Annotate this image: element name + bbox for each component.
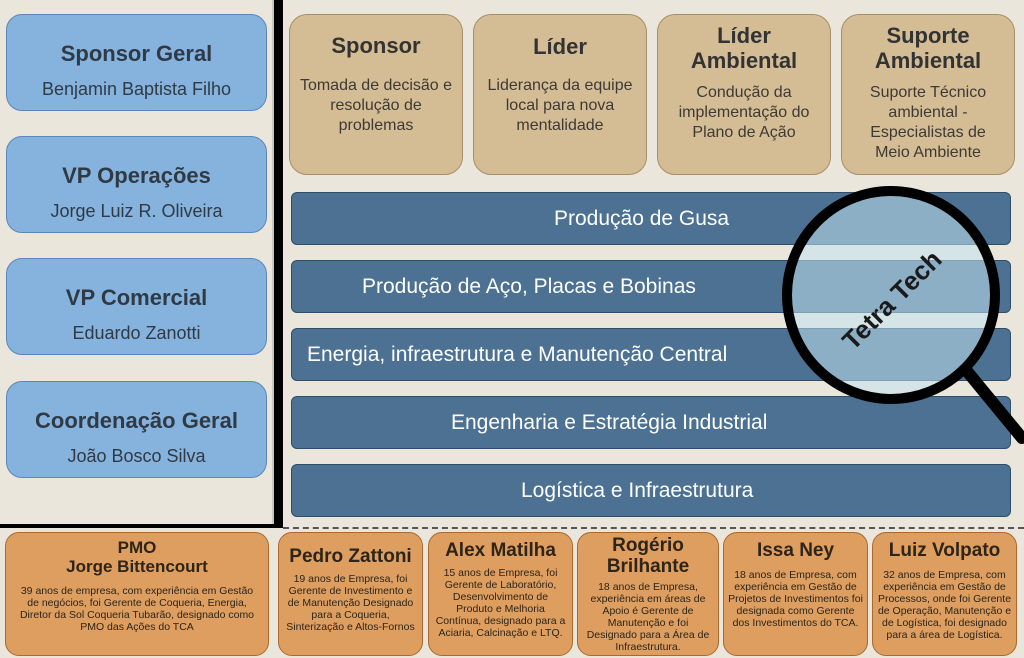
person-box-pedro-zattoni: Pedro Zattoni 19 anos de Empresa, foi Ge… [278,532,423,656]
area-label: Produção de Gusa [554,207,730,230]
top-role-sponsor: Sponsor Tomada de decisão e resolução de… [289,14,463,175]
role-title: Sponsor Geral [60,41,213,66]
person-name: Alex Matilha [445,540,556,561]
role-title: VP Operações [62,163,211,188]
role-box-coordenacao-geral: Coordenação Geral João Bosco Silva [6,381,267,478]
role-box-vp-comercial: VP Comercial Eduardo Zanotti [6,258,267,355]
area-label: Produção de Aço, Placas e Bobinas [362,275,696,298]
top-role-title: Suporte Ambiental [874,23,982,73]
person-title: PMO [117,538,157,557]
person-name: Issa Ney [756,540,835,561]
person-box-pmo: PMO Jorge Bittencourt 39 anos de empresa… [5,532,269,656]
top-role-desc: Suporte Técnico ambiental - Especialista… [869,84,987,161]
area-label: Engenharia e Estratégia Industrial [451,411,768,434]
top-role-lider-ambiental: Líder Ambiental Condução da implementaçã… [657,14,831,175]
person-name: Jorge Bittencourt [66,557,208,576]
role-person: Benjamin Baptista Filho [41,79,232,99]
area-bar-engenharia: Engenharia e Estratégia Industrial [291,396,1011,449]
role-title: VP Comercial [65,285,208,310]
person-name: Rogério Brilhante [606,535,690,577]
magnifier-lens [782,186,1000,404]
magnifier-icon: Tetra Tech [782,186,1024,444]
role-person: Jorge Luiz R. Oliveira [50,201,223,221]
role-box-vp-operacoes: VP Operações Jorge Luiz R. Oliveira [6,136,267,233]
magnifier-handle [960,364,1024,444]
role-box-sponsor-geral: Sponsor Geral Benjamin Baptista Filho [6,14,267,111]
dashed-divider [283,527,1024,529]
person-desc: 39 anos de empresa, com experiência em G… [19,585,255,633]
person-desc: 18 anos de Empresa, com experiência em G… [728,569,863,629]
role-person: João Bosco Silva [67,446,206,466]
top-role-title: Líder [533,34,587,59]
top-role-title: Sponsor [331,33,421,58]
top-role-desc: Condução da implementação do Plano de Aç… [678,84,810,141]
top-role-suporte-ambiental: Suporte Ambiental Suporte Técnico ambien… [841,14,1015,175]
person-desc: 15 anos de Empresa, foi Gerente de Labor… [435,567,566,639]
person-desc: 18 anos de Empresa, experiência em áreas… [586,581,710,653]
top-role-title: Líder Ambiental [690,23,798,73]
top-role-desc: Tomada de decisão e resolução de problem… [299,77,453,134]
role-person: Eduardo Zanotti [72,323,201,343]
area-bar-logistica: Logística e Infraestrutura [291,464,1011,517]
role-title: Coordenação Geral [35,408,238,433]
person-box-alex-matilha: Alex Matilha 15 anos de Empresa, foi Ger… [428,532,573,656]
person-box-luiz-volpato: Luiz Volpato 32 anos de Empresa, com exp… [872,532,1017,656]
top-role-desc: Liderança da equipe local para nova ment… [487,77,633,134]
person-box-issa-ney: Issa Ney 18 anos de Empresa, com experiê… [723,532,868,656]
person-desc: 32 anos de Empresa, com experiência em G… [877,569,1012,641]
person-name: Luiz Volpato [888,540,1001,561]
person-name: Pedro Zattoni [289,546,412,567]
person-box-rogerio-brilhante: Rogério Brilhante 18 anos de Empresa, ex… [577,532,719,656]
area-label: Logística e Infraestrutura [521,479,754,502]
top-role-lider: Líder Liderança da equipe local para nov… [473,14,647,175]
area-label: Energia, infraestrutura e Manutenção Cen… [307,343,728,366]
person-desc: 19 anos de Empresa, foi Gerente de Inves… [286,573,415,633]
